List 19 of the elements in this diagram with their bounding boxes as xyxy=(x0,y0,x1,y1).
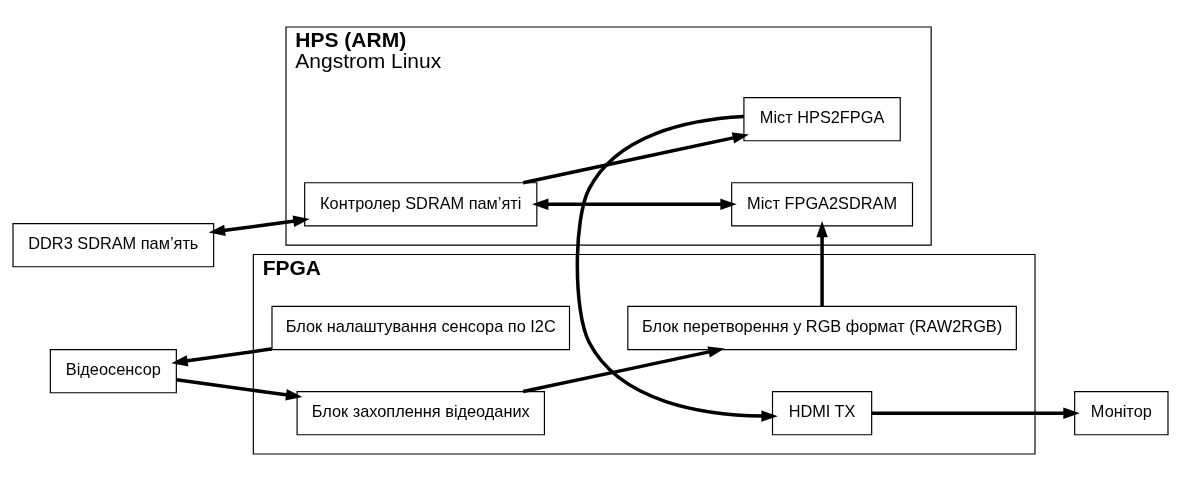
node-box: HDMI TX xyxy=(771,391,873,436)
node-box: Монітор xyxy=(1074,391,1169,436)
node-box: Блок налаштування сенсора по I2C xyxy=(271,305,571,351)
arrow xyxy=(208,215,310,237)
arrow xyxy=(532,198,737,211)
node-box: Контролер SDRAM пам’яті xyxy=(304,182,538,227)
arrow xyxy=(871,407,1080,419)
node-box: Блок перетворення у RGB формат (RAW2RGB) xyxy=(627,305,1017,351)
arrow xyxy=(176,378,303,401)
arrow xyxy=(522,346,725,394)
node-box: Відеосенсор xyxy=(49,349,177,394)
arrow xyxy=(522,132,749,185)
arrow xyxy=(575,114,778,422)
node-box: Блок захоплення відеоданих xyxy=(296,391,545,436)
node-box: Міст HPS2FPGA xyxy=(743,97,901,142)
node-box: DDR3 SDRAM пам’ять xyxy=(12,223,215,268)
node-box: Міст FPGA2SDRAM xyxy=(731,182,914,227)
arrow xyxy=(816,220,828,307)
arrow xyxy=(171,347,273,367)
